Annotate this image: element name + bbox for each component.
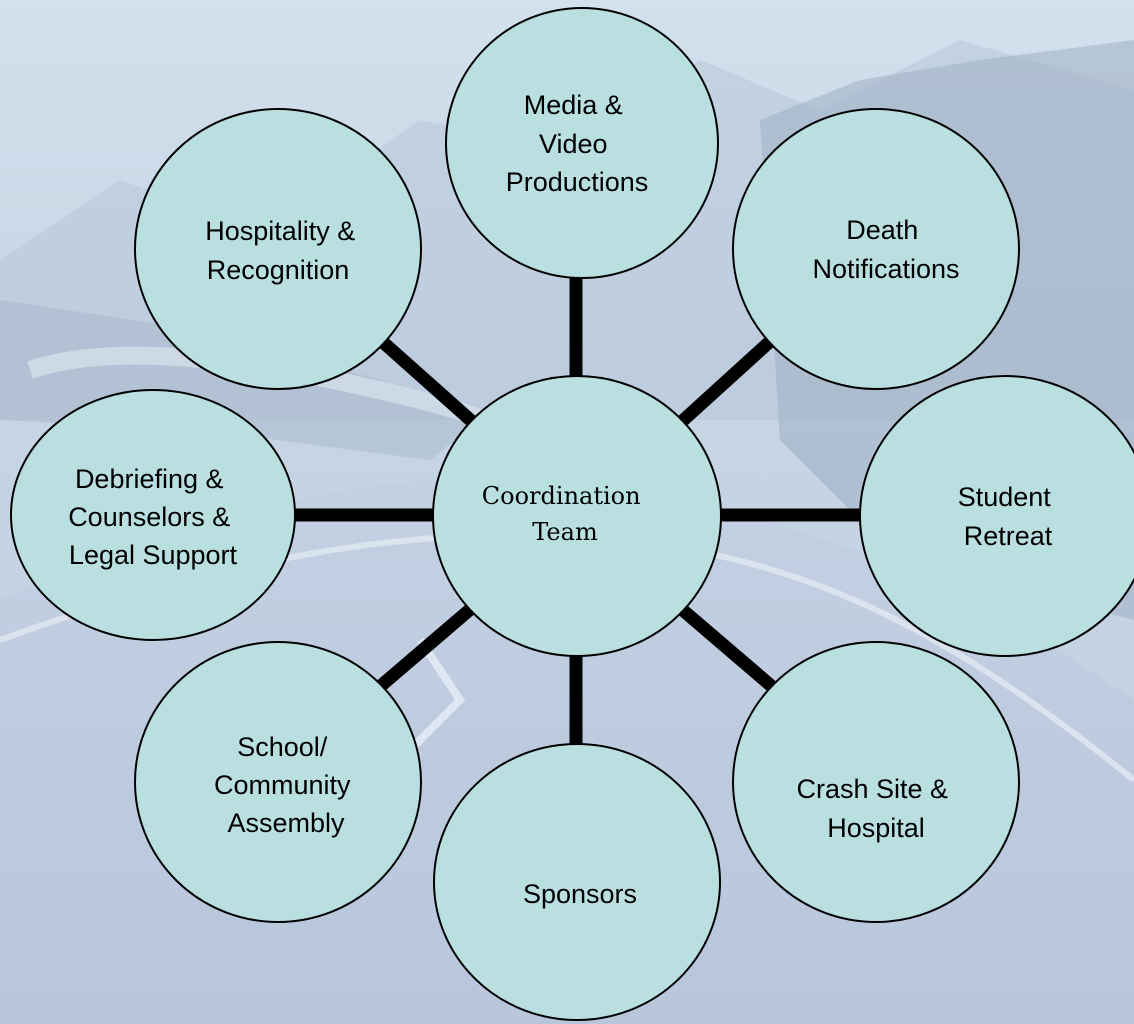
node-center-coordination: Coordination Team <box>432 375 722 657</box>
node-label-line: Hospital <box>827 813 925 843</box>
node-label-line: Productions <box>506 167 649 197</box>
svg-text:Crash Site & Hospital: Crash Site & Hospital <box>796 774 955 843</box>
connector-crash <box>673 601 781 695</box>
node-label-line: Retreat <box>964 521 1053 551</box>
node-sponsors: Sponsors <box>433 743 721 1021</box>
node-hospitality: Hospitality & Recognition <box>134 108 422 390</box>
node-label-line: Media & <box>524 90 623 120</box>
node-label-line: Sponsors <box>523 879 637 909</box>
connector-hospitality <box>371 331 481 430</box>
node-circle <box>445 7 719 279</box>
node-circle <box>134 641 422 923</box>
node-circle <box>859 375 1134 657</box>
node-label-line: Video <box>539 129 608 159</box>
node-circle <box>732 108 1020 390</box>
node-label-line: Recognition <box>207 255 350 285</box>
node-label-line: Legal Support <box>69 540 238 570</box>
node-circle <box>10 389 296 641</box>
svg-text:Death Notifications: Death Notifications <box>812 215 959 284</box>
connector-assembly <box>371 601 479 695</box>
node-media: Media & Video Productions <box>445 7 719 279</box>
svg-text:Hospitality & Recognitio: Hospitality & Recognition <box>205 216 363 285</box>
svg-text:Sponsors: Sponsors <box>523 879 637 909</box>
svg-text:Debriefing & Counselors: Debriefing & Counselors & Legal Support <box>68 464 238 570</box>
node-label-line: Debriefing & <box>75 464 224 494</box>
center-label-line: Coordination <box>482 482 641 510</box>
node-label-line: Counselors & <box>68 502 230 532</box>
node-retreat: Student Retreat <box>859 375 1134 657</box>
node-debrief: Debriefing & Counselors & Legal Support <box>10 389 296 641</box>
center-label-line: Team <box>532 518 598 546</box>
node-label-line: Death <box>846 215 918 245</box>
node-label-line: Community <box>214 770 351 800</box>
node-death: Death Notifications <box>732 108 1020 390</box>
node-label-line: Crash Site & <box>796 774 948 804</box>
svg-text:Coordination Team: Coordination Team <box>482 482 648 546</box>
node-crash: Crash Site & Hospital <box>732 641 1020 923</box>
node-circle <box>134 108 422 390</box>
node-circle <box>732 641 1020 923</box>
svg-text:Media & Video Prod: Media & Video Productions <box>506 90 649 197</box>
connector-lines <box>294 265 862 770</box>
svg-text:Student Retreat: Student Retreat <box>958 482 1059 551</box>
node-label-line: Notifications <box>812 254 959 284</box>
node-label-line: Student <box>958 482 1052 512</box>
node-label-line: Hospitality & <box>205 216 355 246</box>
node-circle <box>433 743 721 1021</box>
node-assembly: School/ Community Assembly <box>134 641 422 923</box>
connector-death <box>673 331 781 430</box>
svg-text:School/ Community: School/ Community Assembly <box>214 732 358 838</box>
center-circle <box>432 375 722 657</box>
node-label-line: School/ <box>237 732 328 762</box>
node-label-line: Assembly <box>227 808 345 838</box>
